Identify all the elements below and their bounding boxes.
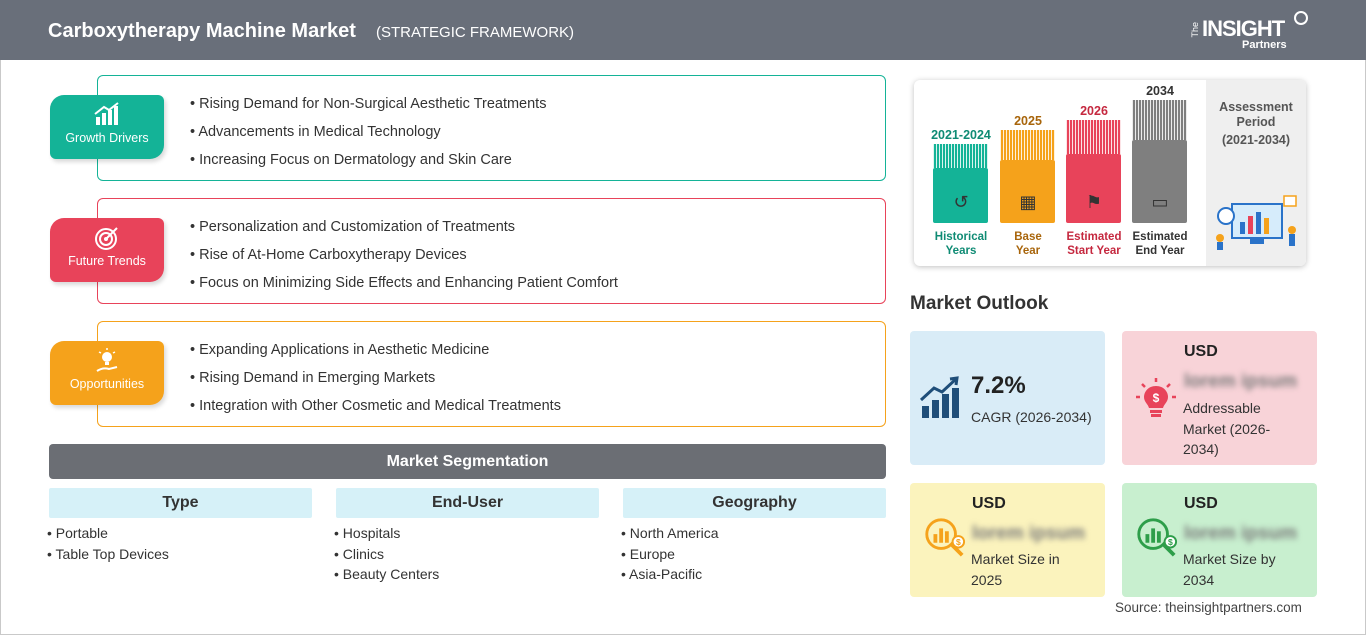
lightbulb-dollar-icon: $	[1136, 378, 1176, 417]
logo-the: The	[1190, 22, 1200, 38]
size-2034-usd: USD	[1184, 495, 1218, 512]
source-link[interactable]: Source: theinsightpartners.com	[1115, 600, 1302, 615]
segment-end-user-list: Hospitals Clinics Beauty Centers	[334, 525, 440, 587]
list-item: Integration with Other Cosmetic and Medi…	[190, 398, 561, 426]
list-item: Advancements in Medical Technology	[190, 124, 546, 152]
monitor-icon: ▭	[1151, 192, 1169, 212]
opportunities-list: Expanding Applications in Aesthetic Medi…	[190, 342, 561, 426]
timeline-year: 2021-2024	[931, 128, 991, 142]
segment-geography-list: North America Europe Asia-Pacific	[621, 525, 719, 587]
list-item: Beauty Centers	[334, 566, 440, 587]
future-trends-list: Personalization and Customization of Tre…	[190, 219, 618, 303]
analytics-illustration-icon	[1216, 195, 1297, 250]
segment-type-head: Type	[49, 488, 312, 518]
segmentation-title: Market Segmentation	[49, 444, 886, 479]
size-2034-value: lorem ipsum	[1184, 523, 1297, 544]
timeline-stripes	[1132, 100, 1187, 140]
addressable-usd: USD	[1184, 343, 1218, 360]
page-subtitle: (STRATEGIC FRAMEWORK)	[376, 24, 575, 41]
growth-drivers-list: Rising Demand for Non-Surgical Aesthetic…	[190, 96, 546, 180]
lightbulb-hand-icon	[50, 347, 164, 377]
timeline-bar	[1000, 160, 1055, 223]
timeline-year: 2025	[1014, 114, 1042, 128]
timeline-bar	[1066, 154, 1121, 223]
timeline-year: 2026	[1080, 104, 1108, 118]
cagr-card	[910, 331, 1105, 465]
list-item: Table Top Devices	[47, 546, 169, 567]
list-item: Rise of At-Home Carboxytherapy Devices	[190, 247, 618, 275]
timeline-year: 2034	[1146, 84, 1174, 98]
list-item: Personalization and Customization of Tre…	[190, 219, 618, 247]
timeline-bar	[1132, 140, 1187, 223]
assessment-period-range: (2021-2034)	[1221, 133, 1291, 147]
opportunities-label: Opportunities	[69, 377, 145, 391]
timeline-bar	[933, 168, 988, 223]
timeline-stripes	[933, 144, 988, 168]
opportunities-badge: Opportunities	[50, 341, 164, 405]
timeline-stripes	[1000, 130, 1055, 160]
logo-ring-icon	[1294, 11, 1308, 25]
list-item: Portable	[47, 525, 169, 546]
page-title: Carboxytherapy Machine Market	[48, 20, 356, 42]
svg-text:$: $	[1153, 391, 1160, 405]
list-item: Increasing Focus on Dermatology and Skin…	[190, 152, 546, 180]
list-item: Focus on Minimizing Side Effects and Enh…	[190, 275, 618, 303]
list-item: Asia-Pacific	[621, 566, 719, 587]
target-icon	[50, 224, 164, 254]
growth-drivers-box: Rising Demand for Non-Surgical Aesthetic…	[97, 75, 886, 181]
header-bar: Carboxytherapy Machine Market (STRATEGIC…	[0, 0, 1366, 60]
list-item: Expanding Applications in Aesthetic Medi…	[190, 342, 561, 370]
growth-chart-icon	[50, 101, 164, 131]
growth-drivers-label: Growth Drivers	[65, 131, 149, 145]
timeline-stripes	[1066, 120, 1121, 154]
segment-geography-head: Geography	[623, 488, 886, 518]
list-item: Hospitals	[334, 525, 439, 546]
list-item: Clinics	[334, 546, 439, 567]
segment-end-user-head: End-User	[336, 488, 599, 518]
market-outlook-title: Market Outlook	[910, 293, 1049, 314]
segment-type-list: Portable Table Top Devices	[47, 525, 169, 566]
size-2025-value: lorem ipsum	[972, 523, 1085, 544]
list-item: Rising Demand in Emerging Markets	[190, 370, 561, 398]
future-trends-label: Future Trends	[68, 254, 146, 268]
assessment-period: Assessment Period (2021-2034)	[1206, 80, 1306, 266]
addressable-value: lorem ipsum	[1184, 371, 1297, 392]
size-2025-usd: USD	[972, 495, 1006, 512]
magnifier-chart-icon: $	[1137, 518, 1178, 557]
list-item: North America	[621, 525, 719, 546]
svg-text:$: $	[1168, 537, 1173, 547]
future-trends-box: Personalization and Customization of Tre…	[97, 198, 886, 304]
future-trends-badge: Future Trends	[50, 218, 164, 282]
list-item: Rising Demand for Non-Surgical Aesthetic…	[190, 96, 546, 124]
growth-chart-icon	[919, 376, 959, 418]
assessment-title: Assessment Period	[1219, 100, 1293, 129]
insight-partners-logo[interactable]: The INSIGHT Partners	[1190, 10, 1310, 54]
calendar-icon: ▦	[1019, 192, 1037, 212]
cagr-label: CAGR (2026-2034)	[971, 409, 1092, 425]
cagr-value: 7.2%	[971, 372, 1026, 399]
history-icon: ↺	[953, 192, 969, 212]
logo-insight: INSIGHT	[1202, 16, 1285, 41]
logo-partners: Partners	[1242, 39, 1287, 51]
svg-text:$: $	[956, 537, 961, 547]
growth-drivers-badge: Growth Drivers	[50, 95, 164, 159]
opportunities-box: Expanding Applications in Aesthetic Medi…	[97, 321, 886, 427]
start-icon: ⚑	[1085, 192, 1103, 212]
magnifier-chart-icon: $	[925, 518, 966, 557]
list-item: Europe	[621, 546, 719, 567]
